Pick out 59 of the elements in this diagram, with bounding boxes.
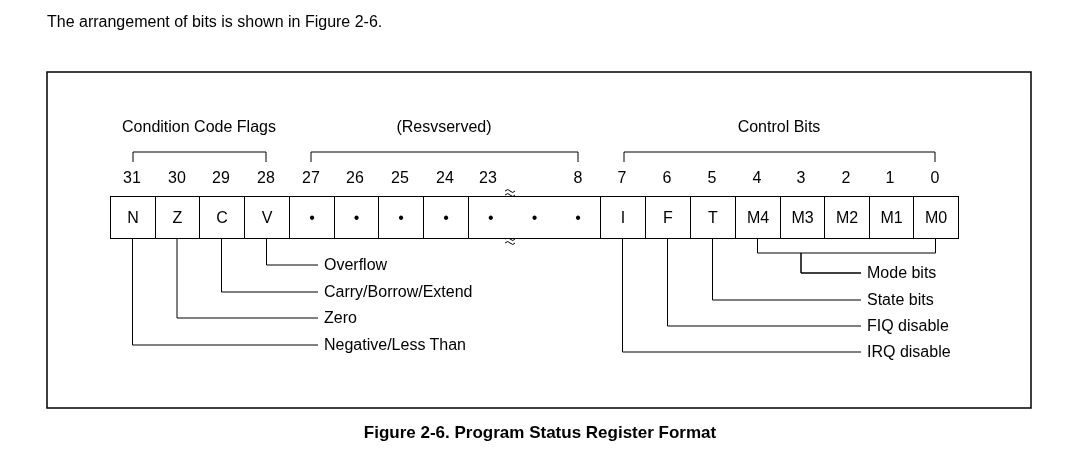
bit-number: 8	[573, 169, 583, 187]
register-bit-cell: Z	[155, 196, 200, 239]
register-bit-cell: M3	[780, 196, 825, 239]
bit-number: 26	[346, 169, 364, 187]
register-bit-cell: T	[690, 196, 736, 239]
leader-line	[800, 238, 936, 274]
bit-number: 6	[662, 169, 672, 187]
bit-number: 29	[212, 169, 230, 187]
bit-number: 0	[930, 169, 940, 187]
bit-number: 5	[707, 169, 717, 187]
leader-line	[622, 238, 862, 353]
field-description: Overflow	[324, 256, 388, 274]
register-bit-cell: •	[423, 196, 469, 239]
register-bit-cell: M0	[913, 196, 959, 239]
intro-sentence: The arrangement of bits is shown in Figure 2-6.	[47, 13, 383, 31]
bit-number: 28	[257, 169, 275, 187]
register-bit-cell: •	[334, 196, 379, 239]
register-field-cell	[468, 196, 601, 239]
bit-number: 23	[479, 169, 497, 187]
register-bit-cell: M1	[869, 196, 914, 239]
register-bit-cell: M2	[824, 196, 870, 239]
register-bit-cell: •	[378, 196, 424, 239]
field-description: Carry/Borrow/Extend	[324, 283, 473, 301]
register-bit-cell: F	[645, 196, 691, 239]
field-description: State bits	[867, 291, 934, 309]
bullet-mark: •	[575, 208, 581, 227]
field-description: Negative/Less Than	[324, 336, 466, 354]
leader-line	[176, 238, 319, 319]
bullet-mark: •	[488, 208, 494, 227]
field-description: FIQ disable	[867, 317, 949, 335]
field-description: IRQ disable	[867, 343, 951, 361]
bit-number: 25	[391, 169, 409, 187]
register-bit-cell: N	[110, 196, 156, 239]
bit-number: 31	[123, 169, 141, 187]
group-heading: Control Bits	[737, 118, 821, 136]
leader-line	[221, 238, 319, 293]
bit-number: 2	[841, 169, 851, 187]
leader-line	[266, 238, 319, 266]
leader-line	[712, 238, 862, 301]
leader-line	[132, 238, 319, 346]
bit-number: 24	[436, 169, 454, 187]
register-bit-cell: C	[199, 196, 245, 239]
register-bit-cell: I	[600, 196, 646, 239]
figure-caption: Figure 2-6. Program Status Register Format	[363, 424, 717, 442]
register-bit-cell: M4	[735, 196, 781, 239]
bit-number: 30	[168, 169, 186, 187]
bit-number: 3	[796, 169, 806, 187]
group-heading: Condition Code Flags	[122, 118, 276, 136]
field-description: Mode bits	[867, 264, 937, 282]
bullet-mark: •	[531, 208, 538, 227]
register-bit-cell: V	[244, 196, 290, 239]
bit-number: 1	[885, 169, 895, 187]
bit-number: 27	[302, 169, 320, 187]
bit-number: 7	[617, 169, 627, 187]
bit-number: 4	[752, 169, 762, 187]
field-description: Zero	[324, 309, 357, 327]
register-bit-cell: •	[289, 196, 335, 239]
leader-line	[667, 238, 862, 327]
group-heading: (Resvserved)	[396, 118, 492, 136]
